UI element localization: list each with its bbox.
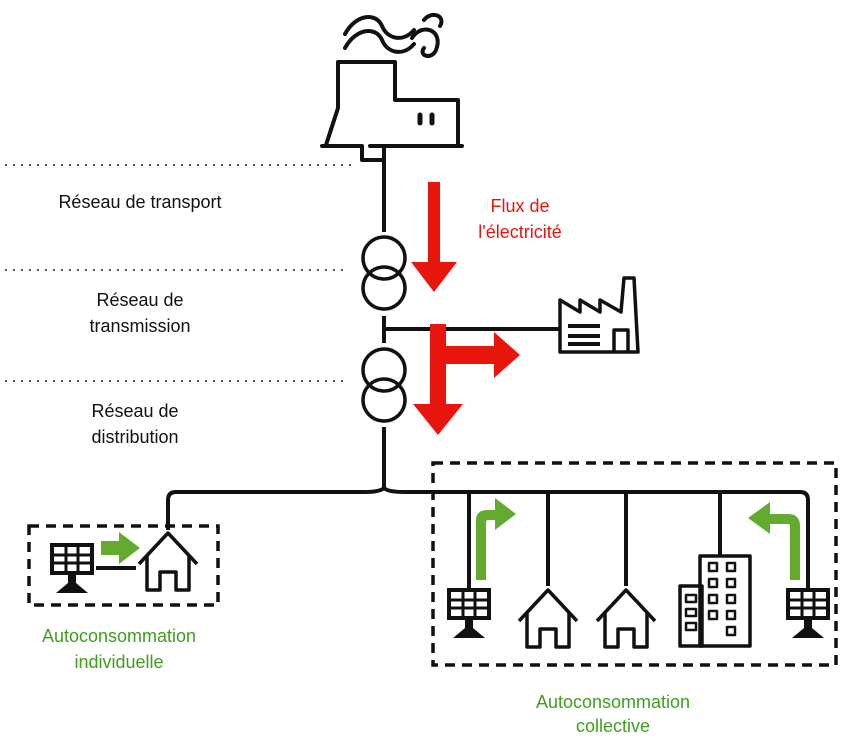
label-individual-selfconsumption-line2: individuelle: [74, 652, 164, 672]
label-transmission-network-line2: transmission: [89, 316, 191, 336]
distribution-bus: [166, 486, 386, 530]
collective-selfconsumption-box: [431, 461, 838, 667]
label-individual-selfconsumption-line1: Autoconsommation: [41, 626, 197, 646]
self-consumption-arrow: [748, 502, 800, 580]
apartment-building-icon: [678, 554, 752, 648]
flow-arrow-split: [413, 324, 520, 435]
self-consumption-arrow: [476, 498, 516, 580]
solar-panel-icon: [48, 541, 96, 595]
label-transmission-network-line1: Réseau de: [96, 290, 184, 310]
individual-selfconsumption-box: [27, 524, 220, 607]
label-collective-selfconsumption-line2: collective: [575, 716, 651, 736]
label-electricity-flow-line1: Flux de: [490, 196, 550, 216]
label-electricity-flow-line2: l'électricité: [478, 222, 562, 242]
solar-panel-icon: [784, 586, 832, 640]
house-icon: [137, 531, 199, 592]
label-collective-selfconsumption-line1: Autoconsommation: [535, 692, 691, 712]
self-consumption-arrow: [101, 532, 140, 564]
house-icon: [517, 588, 579, 649]
label-transport-network: Réseau de transport: [58, 192, 222, 212]
label-distribution-network-line1: Réseau de: [91, 401, 179, 421]
label-distribution-network-line2: distribution: [91, 427, 179, 447]
factory-icon: [558, 276, 640, 354]
house-icon: [595, 588, 657, 649]
electricity-flow-arrows: [411, 182, 520, 435]
solar-panel-icon: [445, 586, 493, 640]
power-plant-icon: [320, 12, 464, 162]
transformer-icon: [360, 232, 408, 316]
transformer-icon: [360, 343, 408, 427]
flow-arrow-down-1: [411, 182, 457, 292]
